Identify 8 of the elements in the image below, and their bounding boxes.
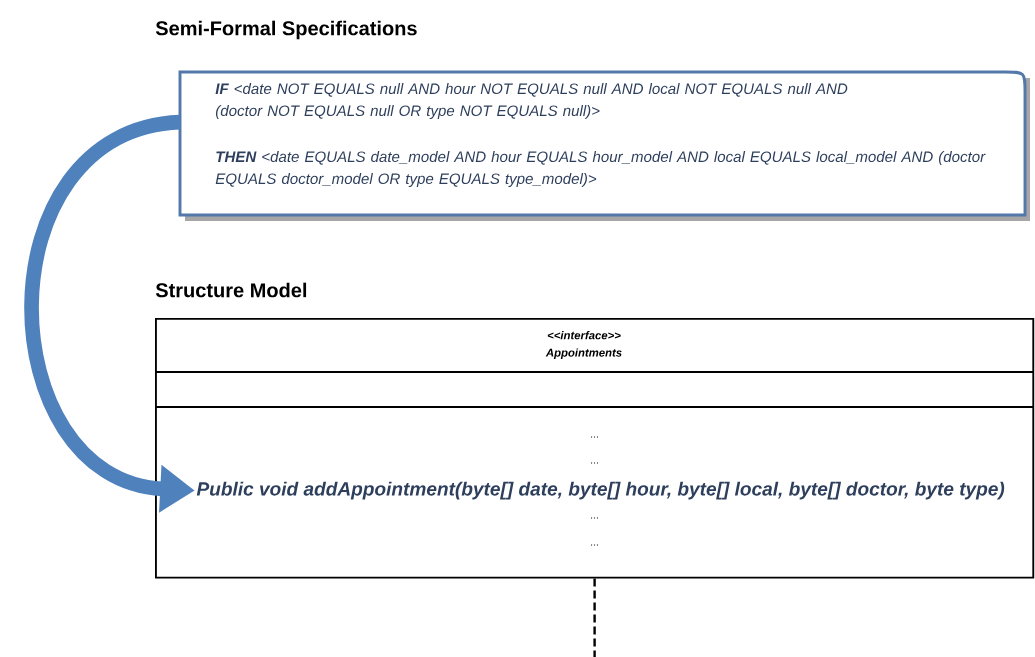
heading: Semi-Formal Specifications bbox=[155, 20, 417, 40]
ellipsis: ... bbox=[591, 436, 599, 438]
ellipsis: ... bbox=[591, 462, 599, 464]
class-name: <<interface>> Appointments bbox=[545, 331, 622, 359]
method-signature: Public void addAppointment(byte[] date, byte[] hour, byte[] local, byte[] doctor, byte type) bbox=[196, 481, 1005, 500]
ellipsis: ... bbox=[591, 544, 599, 546]
ellipsis: ... bbox=[591, 517, 599, 519]
heading: Structure Model bbox=[155, 282, 307, 298]
